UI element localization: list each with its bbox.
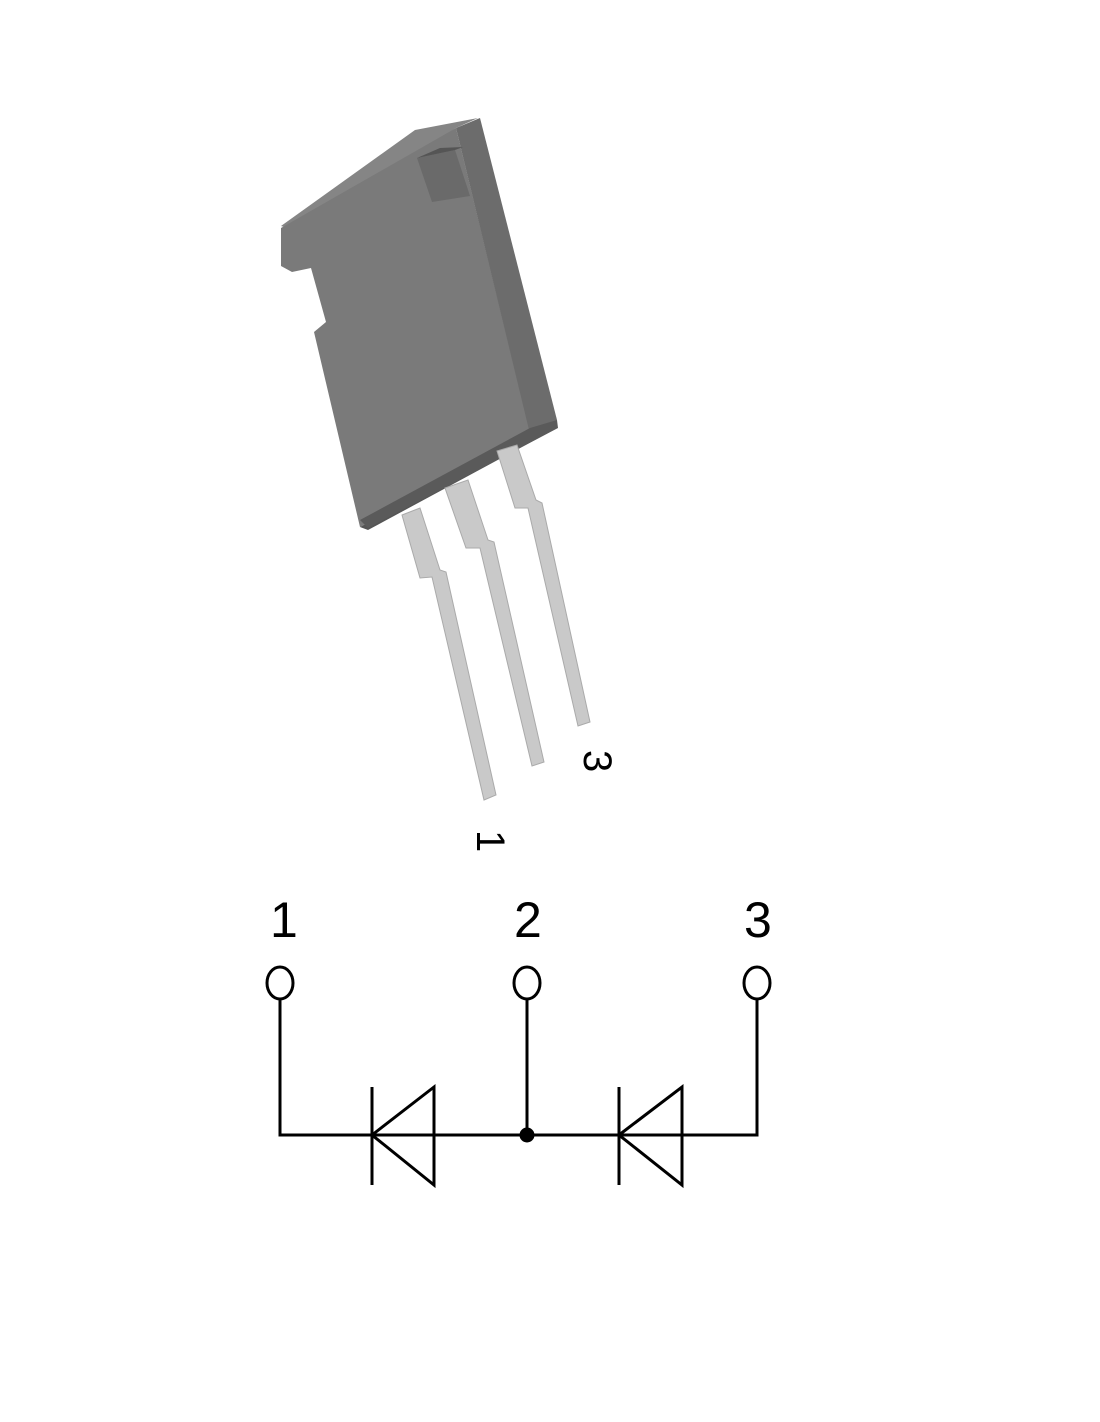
package-pin-label-3: 3 [575, 750, 619, 772]
terminal-1 [265, 965, 295, 1001]
terminal-2 [512, 965, 542, 1001]
lead-1 [401, 507, 497, 801]
package-front-face [281, 128, 530, 527]
terminal-label-2: 2 [514, 892, 542, 948]
package-bottom-shadow [360, 420, 558, 528]
terminal-3 [742, 965, 772, 1001]
terminal-label-1: 1 [270, 892, 298, 948]
wire-1 [278, 999, 759, 1137]
diode-1 [369, 1083, 436, 1189]
package-side-face [456, 118, 557, 434]
schematic: 1 2 3 [265, 892, 772, 1189]
package-tab [417, 150, 470, 202]
package-pin-label-1: 1 [468, 830, 512, 852]
lead-3 [496, 444, 591, 727]
lead-2 [444, 479, 545, 767]
terminal-label-3: 3 [744, 892, 772, 948]
diode-2 [616, 1083, 684, 1189]
junction-dot [519, 1127, 535, 1143]
package-tab-top [417, 147, 463, 158]
transistor-package: 1 3 [281, 118, 619, 852]
